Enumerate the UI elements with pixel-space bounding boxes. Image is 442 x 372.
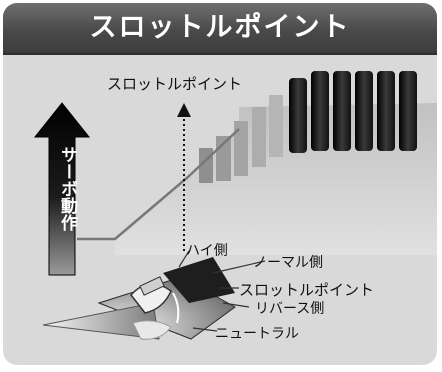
servo-action-label: サーボ動作 (57, 145, 77, 231)
title: スロットルポイント (89, 12, 351, 43)
throttle-point-label: スロットルポイント (239, 281, 375, 299)
throttle-diagram (33, 71, 437, 340)
servo-bars (289, 71, 417, 153)
neutral-label: ニュートラル (215, 326, 299, 342)
throttle-point-top-label: スロットルポイント (107, 75, 243, 93)
reverse-side-label: リバース側 (255, 301, 325, 317)
title-bar: スロットルポイント (3, 3, 437, 55)
leader-lines (178, 250, 266, 332)
servo-action-arrow (33, 102, 91, 276)
diagram-card: スロットルポイント (3, 3, 437, 365)
high-side-label: ハイ側 (186, 243, 228, 259)
response-line (77, 128, 240, 241)
trigger-illustration (42, 257, 236, 340)
throttle-point-arrowhead (177, 103, 191, 117)
normal-side-label: ノーマル側 (253, 255, 323, 271)
